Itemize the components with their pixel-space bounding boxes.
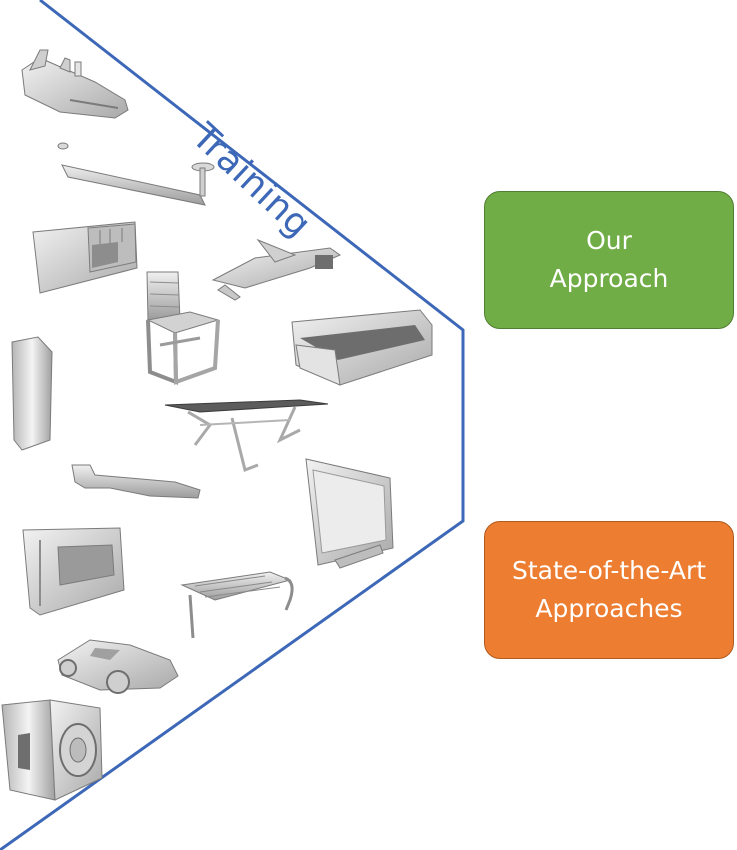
airplane-model: [211, 238, 342, 301]
door-panel-model: [11, 336, 53, 451]
car-model: [57, 639, 179, 694]
tube-lamp-model: [57, 142, 215, 206]
state-of-the-art-box: State-of-the-Art Approaches: [484, 521, 734, 659]
chair-model: [146, 271, 220, 385]
bookshelf-model: [32, 221, 138, 294]
table-model: [164, 399, 329, 473]
spaceship-model: [21, 49, 129, 119]
our-approach-box: Our Approach: [484, 191, 734, 329]
cabinet-model: [22, 527, 125, 616]
bench-model: [180, 571, 294, 639]
training-boundary: [0, 0, 465, 850]
state-of-the-art-label: State-of-the-Art Approaches: [511, 556, 707, 623]
our-approach-label: Our Approach: [549, 226, 669, 293]
rifle-model: [71, 464, 201, 499]
speaker-model: [1, 699, 103, 801]
sofa-model: [291, 309, 433, 386]
monitor-model: [305, 458, 394, 569]
